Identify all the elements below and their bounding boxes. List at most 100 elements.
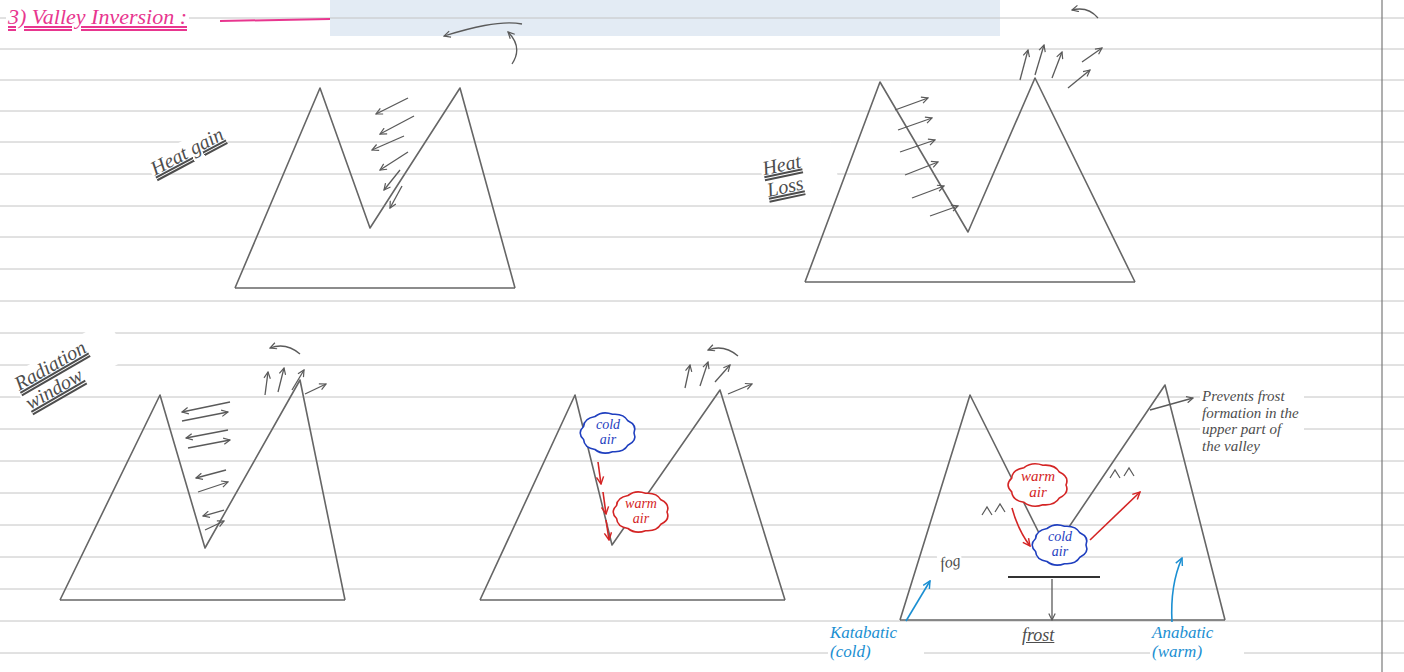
valley-outline <box>900 385 1225 620</box>
caret-mark <box>995 504 1005 512</box>
sun-ray-arrow <box>508 32 517 64</box>
heat-loss-arrow <box>930 206 958 216</box>
cloud-body: cold air <box>1029 521 1091 569</box>
warm-flow-arrow <box>1090 492 1140 540</box>
heat-loss-arrow <box>700 362 708 386</box>
radiation-arrow <box>292 370 304 390</box>
cold-flow-arrow <box>606 520 609 540</box>
heat-gain-label: Heat gain <box>145 122 229 181</box>
ruled-line <box>0 621 1404 622</box>
ruled-line <box>0 429 1404 430</box>
cloud-node: warm air <box>610 488 672 536</box>
sun-ray-arrow <box>384 170 400 190</box>
valley-base <box>235 287 515 289</box>
caret-mark <box>1110 470 1120 478</box>
mountains <box>60 78 1225 620</box>
ruled-line <box>0 333 1404 334</box>
ruled-line <box>0 269 1404 270</box>
cloud-label: cold air <box>1040 530 1080 559</box>
radiation-window-label: Radiation window <box>9 319 130 414</box>
ruled-line <box>0 589 1404 590</box>
heat-loss-arrow <box>900 140 935 152</box>
heat-loss-arrow <box>912 186 944 198</box>
cloud-body: warm air <box>610 488 672 536</box>
heat-loss-arrow <box>1068 70 1090 88</box>
valley-base <box>900 619 1225 621</box>
heat-arrows <box>182 9 1193 620</box>
title-dash <box>220 19 330 21</box>
ruled-line <box>0 525 1404 526</box>
valley-base <box>60 599 345 601</box>
cloud-shape <box>1008 464 1067 506</box>
katabatic-arrow <box>906 581 930 621</box>
radiation-arrow <box>188 440 230 448</box>
cold-flow-arrow <box>603 492 606 514</box>
radiation-arrow <box>205 521 224 530</box>
ruled-line <box>0 461 1404 462</box>
cold-flow-arrow <box>1012 508 1030 546</box>
ruled-line <box>0 174 1404 175</box>
radiation-arrow <box>198 482 228 492</box>
cloud-node: cold air <box>577 409 639 457</box>
sun-ray-arrow <box>376 98 408 114</box>
valley-base <box>805 281 1135 283</box>
ruled-lines <box>0 18 1404 653</box>
ruled-line <box>0 206 1404 207</box>
ruled-line <box>0 557 1404 558</box>
ruled-line <box>0 18 1404 19</box>
radiation-arrow <box>305 384 326 394</box>
frost-label: frost <box>1020 626 1056 646</box>
heat-loss-arrow <box>685 365 690 388</box>
ruled-line <box>0 111 1404 112</box>
ruled-line <box>0 301 1404 302</box>
cloud-shape <box>613 492 668 532</box>
cloud-shape <box>580 413 635 453</box>
cloud-shape <box>1032 525 1087 565</box>
frost-line <box>1008 576 1100 578</box>
cloud-label: cold air <box>588 418 628 447</box>
ruled-line <box>0 49 1404 50</box>
cloud-body: cold air <box>577 409 639 457</box>
frost-arrow <box>1051 579 1052 620</box>
heat-loss-arrow <box>895 98 928 110</box>
heat-loss-label: Heat Loss <box>758 143 840 201</box>
valley-base <box>480 599 785 601</box>
sun-ray-arrow <box>380 152 408 170</box>
heat-loss-arrow <box>1072 9 1098 18</box>
radiation-arrow <box>186 430 228 438</box>
heat-loss-arrow <box>728 384 752 394</box>
ruled-line <box>0 365 1404 366</box>
heat-loss-arrow <box>1020 50 1028 80</box>
radiation-arrow <box>278 368 284 392</box>
katabatic-label: Katabatic (cold) <box>828 624 924 661</box>
margin-line <box>1381 0 1382 672</box>
heat-loss-arrow <box>1082 48 1102 62</box>
heat-loss-arrow <box>715 365 730 382</box>
caret-mark <box>982 507 992 515</box>
anabatic-arrow <box>1172 558 1182 622</box>
cloud-body: warm air <box>1005 460 1071 510</box>
sun-ray-arrow <box>380 116 414 134</box>
heat-loss-arrow <box>708 348 738 356</box>
radiation-arrow <box>270 346 300 354</box>
leader-arrow <box>1150 398 1193 410</box>
note-label: Prevents frost formation in the upper pa… <box>1200 388 1304 454</box>
caret-mark <box>1124 468 1134 476</box>
radiation-arrow <box>182 402 230 412</box>
valley-outline <box>235 88 515 288</box>
page-title: 3) Valley Inversion : <box>6 4 189 30</box>
ruled-line <box>0 397 1404 398</box>
sun-ray-arrow <box>390 186 402 208</box>
ruled-line <box>0 237 1404 238</box>
ruled-line <box>0 80 1404 81</box>
cloud-node: cold air <box>1029 521 1091 569</box>
valley-outline <box>60 380 345 600</box>
valley-outline <box>480 390 785 600</box>
radiation-arrow <box>182 412 228 421</box>
heat-loss-arrow <box>898 118 932 130</box>
heat-loss-arrow <box>905 162 938 175</box>
heat-loss-arrow <box>1035 45 1044 75</box>
radiation-arrow <box>265 372 268 395</box>
